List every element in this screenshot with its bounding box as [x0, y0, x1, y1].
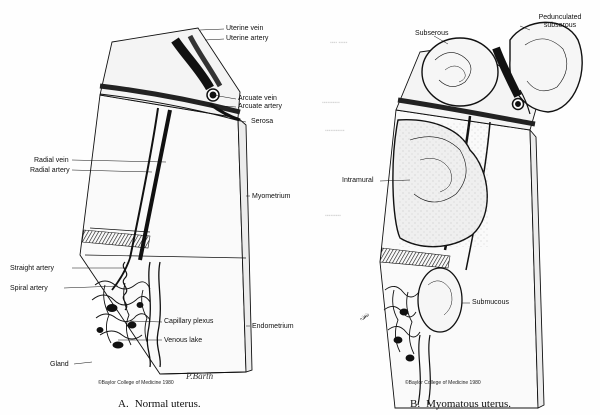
serosa-band [397, 97, 536, 127]
label-serosa: Serosa [251, 118, 274, 125]
label-submucous: Submucous [472, 299, 509, 306]
label-straight-artery: Straight artery [10, 265, 54, 272]
serosa-band [99, 83, 241, 115]
uterine-artery-shape [187, 34, 223, 88]
block-side-face [237, 116, 253, 373]
caption-a: A. Normal uterus. [118, 398, 207, 410]
capillary-plexus-network [383, 286, 421, 362]
label-intramural: Intramural [342, 177, 374, 184]
show-through-text: ▪▪▪▪▪▪▪▪▪ [325, 213, 341, 219]
panel-b-myomatous-uterus [379, 21, 583, 409]
pedunculated-fibroid [509, 21, 583, 115]
label-myometrium: Myometrium [252, 193, 291, 200]
show-through-text: ▪▪▪▪▪▪▪▪▪▪ [322, 100, 340, 106]
intramural-fibroid [392, 119, 488, 248]
subserous-fibroid [421, 37, 499, 107]
label-radial-artery: Radial artery [30, 167, 70, 174]
spiral-artery-shape [122, 261, 128, 311]
label-pedunculated-subserous: Pedunculated subserous [538, 14, 582, 29]
block-side-face [529, 128, 545, 409]
copyright-a: ©Baylor College of Medicine 1980 [98, 380, 174, 386]
label-arcuate-vein: Arcuate vein [238, 95, 277, 102]
leader-lines-a [63, 28, 250, 365]
gland-shape [146, 261, 152, 368]
signature-glyph-b: 𝒫 [360, 312, 369, 322]
caption-b-text: Myomatous uterus. [426, 398, 512, 410]
label-arcuate-artery: Arcuate artery [238, 103, 282, 110]
caption-b: B. Myomatous uterus. [410, 398, 517, 410]
leader-lines-b [379, 25, 531, 304]
label-spiral-artery: Spiral artery [10, 285, 48, 292]
caption-a-letter: A. [118, 398, 129, 410]
label-endometrium: Endometrium [252, 323, 294, 330]
artist-signature: P.Barth [186, 371, 214, 381]
uterine-vein-shape [171, 37, 214, 91]
label-radial-vein: Radial vein [34, 157, 69, 164]
show-through-text: ▪▪▪▪▪▪▪▪▪▪▪ [325, 128, 345, 134]
submucous-fibroid [417, 267, 463, 333]
label-uterine-artery: Uterine artery [226, 35, 269, 42]
gland-shape [417, 334, 421, 406]
caption-a-text: Normal uterus. [134, 398, 201, 410]
caption-b-letter: B. [410, 398, 421, 410]
uterine-vessel [492, 46, 522, 98]
arcuate-vessel [209, 102, 241, 122]
label-uterine-vein: Uterine vein [226, 25, 264, 32]
basal-layer-band [81, 229, 151, 249]
copyright-b: ©Baylor College of Medicine 1980 [405, 380, 481, 386]
show-through-text: ▪▪▪▪ ▪▪▪▪▪ [330, 40, 348, 46]
label-capillary-plexus: Capillary plexus [164, 318, 214, 325]
panel-a-normal-uterus [63, 27, 253, 375]
basal-layer-band [379, 247, 451, 269]
label-venous-lake: Venous lake [164, 337, 203, 344]
label-subserous: Subserous [415, 30, 449, 37]
label-gland: Gland [50, 361, 69, 368]
straight-artery-shape [111, 257, 131, 291]
capillary-plexus-network [91, 280, 151, 349]
